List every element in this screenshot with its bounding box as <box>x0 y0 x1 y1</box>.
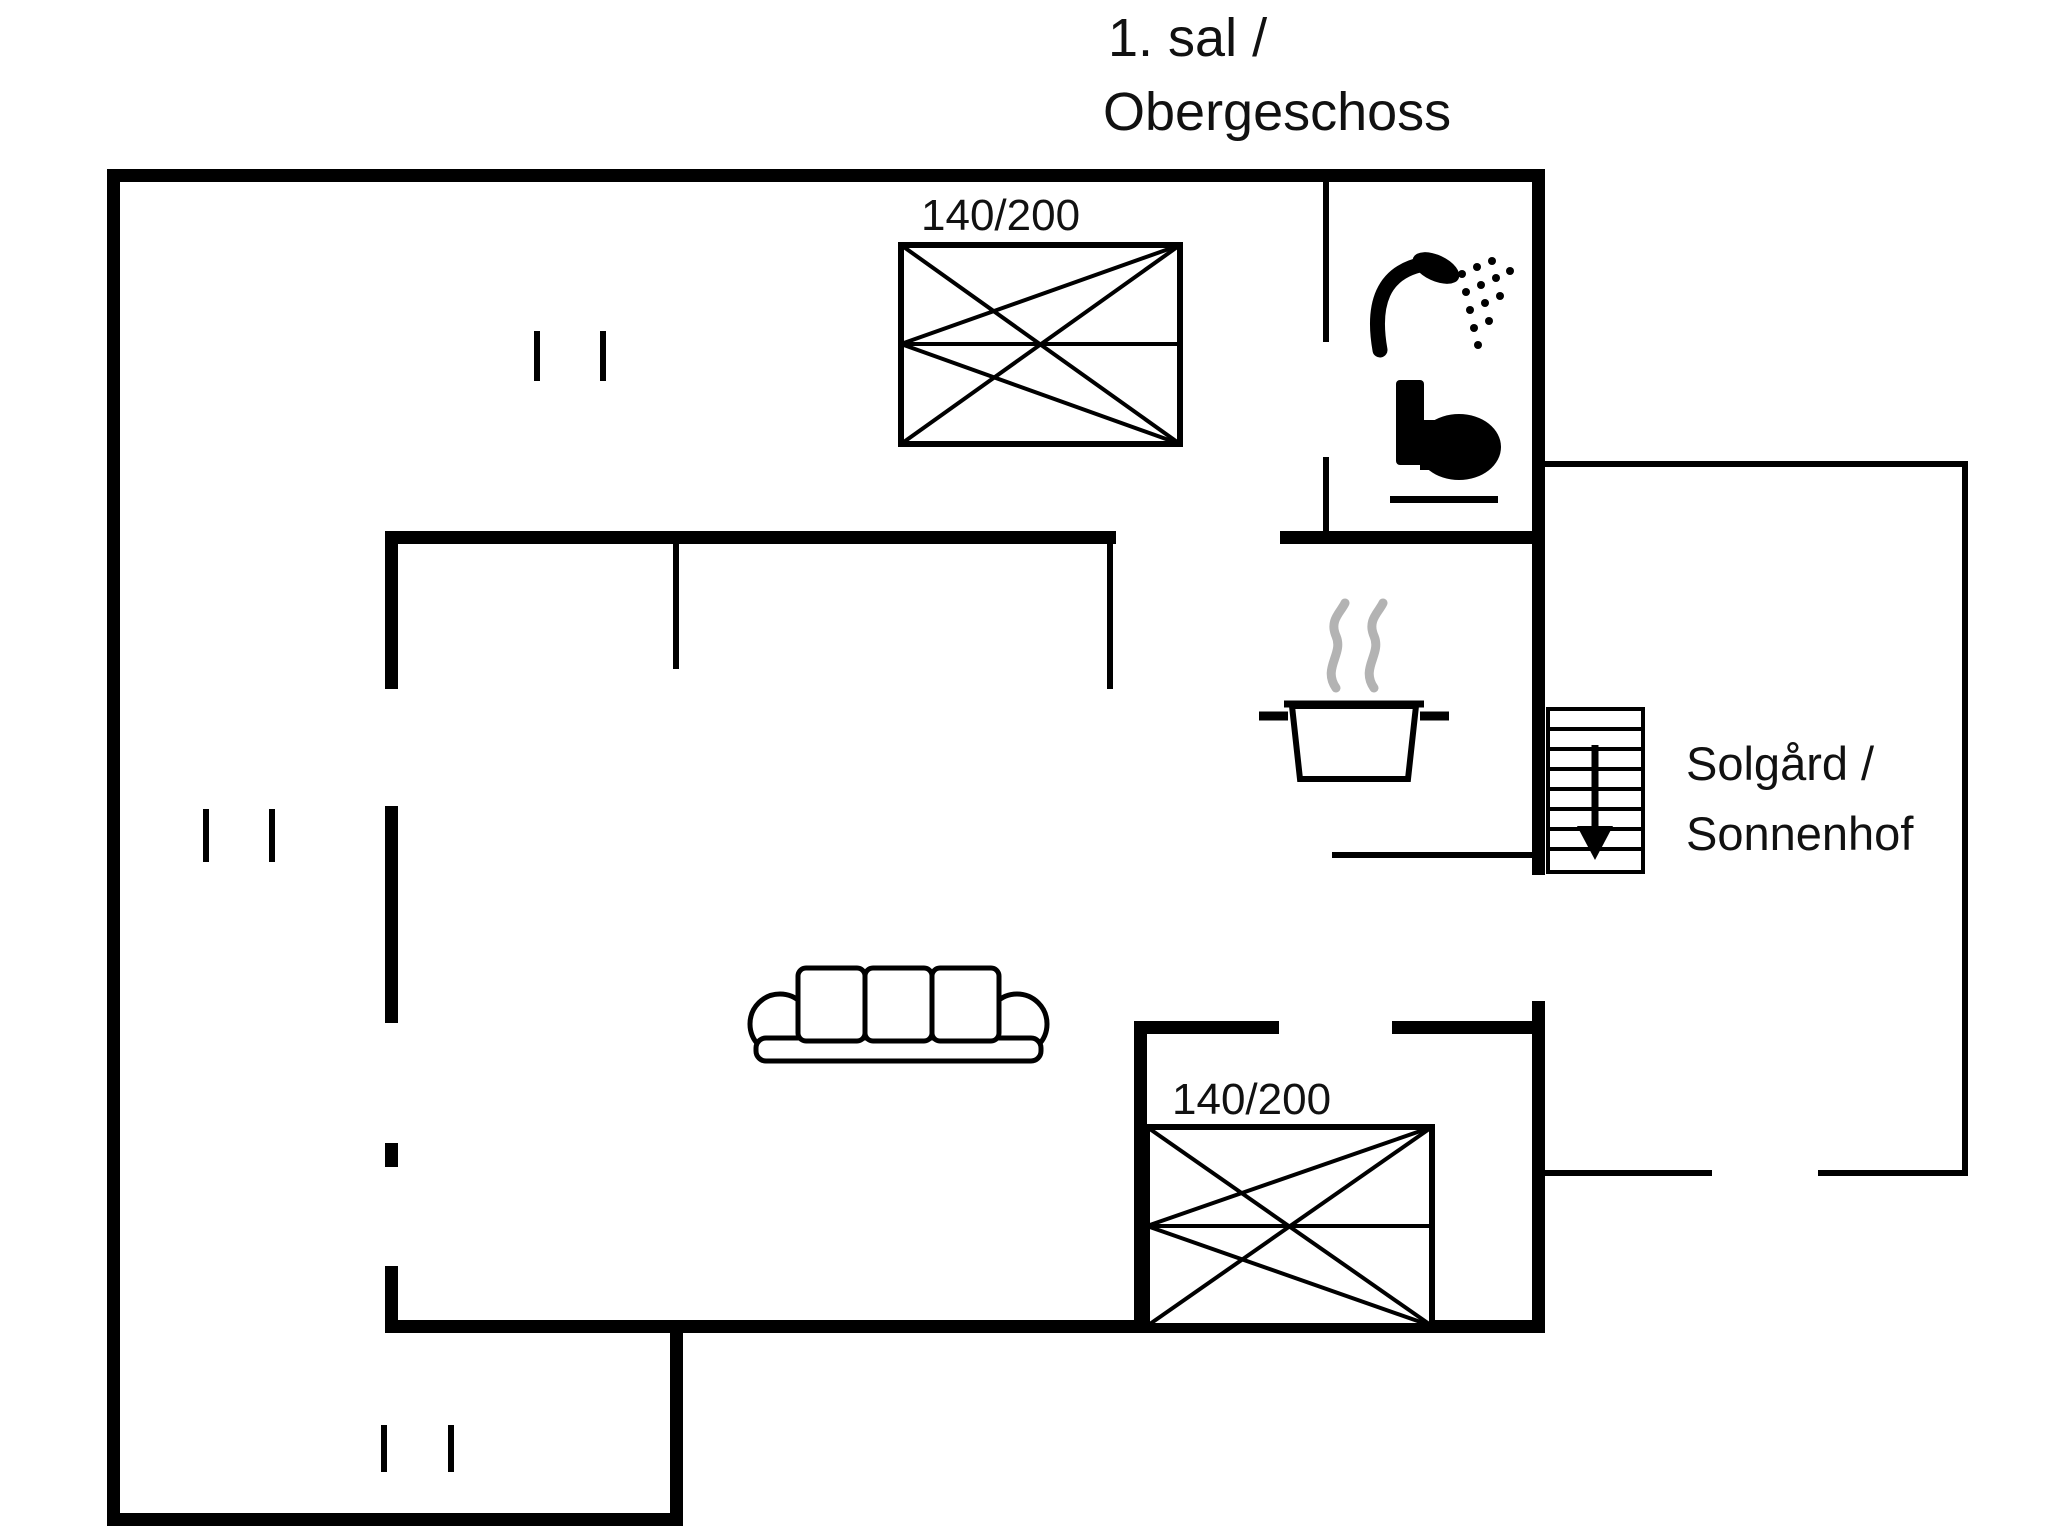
courtyard-label-line2: Sonnenhof <box>1686 807 1914 860</box>
courtyard-top-edge <box>1545 461 1968 467</box>
down-arrow-icon <box>1577 826 1613 860</box>
toilet-icon <box>1390 380 1501 503</box>
courtyard-label-line1: Solgård / <box>1686 737 1875 790</box>
door-jamb-1 <box>673 544 679 669</box>
walls <box>107 169 1545 1526</box>
door-jamb-2 <box>1107 544 1113 689</box>
window-mark-icon <box>534 331 606 381</box>
wall-bedroom2-top-b <box>1392 1021 1545 1034</box>
courtyard-bottom-edge-a <box>1545 1170 1712 1176</box>
lower-bed-size-label: 140/200 <box>1172 1075 1331 1124</box>
staircase-down-icon <box>1546 707 1645 874</box>
wall-kitchen <box>1332 852 1538 858</box>
courtyard-right-edge <box>1962 461 1968 1176</box>
wall-bath-left-a <box>1323 175 1329 342</box>
partitions <box>673 175 1968 1176</box>
wall-living-left-s1 <box>385 531 398 689</box>
courtyard-bottom-edge-b <box>1818 1170 1968 1176</box>
shower-head-icon <box>1370 252 1514 358</box>
steam-icon <box>1326 598 1388 693</box>
wall-annex-bottom <box>107 1513 683 1526</box>
wall-bedroom2-left <box>1134 1021 1147 1333</box>
window-mark-icon <box>381 1425 454 1472</box>
cooking-pot-icon <box>1259 700 1449 782</box>
double-bed-icon <box>1144 1124 1435 1329</box>
floor-title-line2: Obergeschoss <box>1103 82 1451 142</box>
wall-left <box>107 169 120 1526</box>
spray-dots <box>1458 257 1514 349</box>
upper-bed-size-label: 140/200 <box>921 191 1080 240</box>
wall-living-left-s2 <box>385 806 398 1023</box>
floor-title-line1: 1. sal / <box>1108 8 1267 68</box>
double-bed-icon <box>898 242 1183 447</box>
wall-living-left-s3 <box>385 1143 398 1167</box>
wall-top <box>107 169 1545 182</box>
sofa-icon <box>747 965 1050 1064</box>
wall-right-upper <box>1532 169 1545 875</box>
wall-mid-horizontal-b <box>1280 531 1545 544</box>
wall-living-left-s4 <box>385 1266 398 1333</box>
window-mark-icon <box>203 809 275 862</box>
wall-right-lower <box>1532 1001 1545 1333</box>
wall-mid-horizontal-a <box>385 531 1116 544</box>
wall-annex-right <box>670 1320 683 1526</box>
wall-bedroom2-top-a <box>1134 1021 1279 1034</box>
wall-bath-left-b <box>1323 457 1329 537</box>
